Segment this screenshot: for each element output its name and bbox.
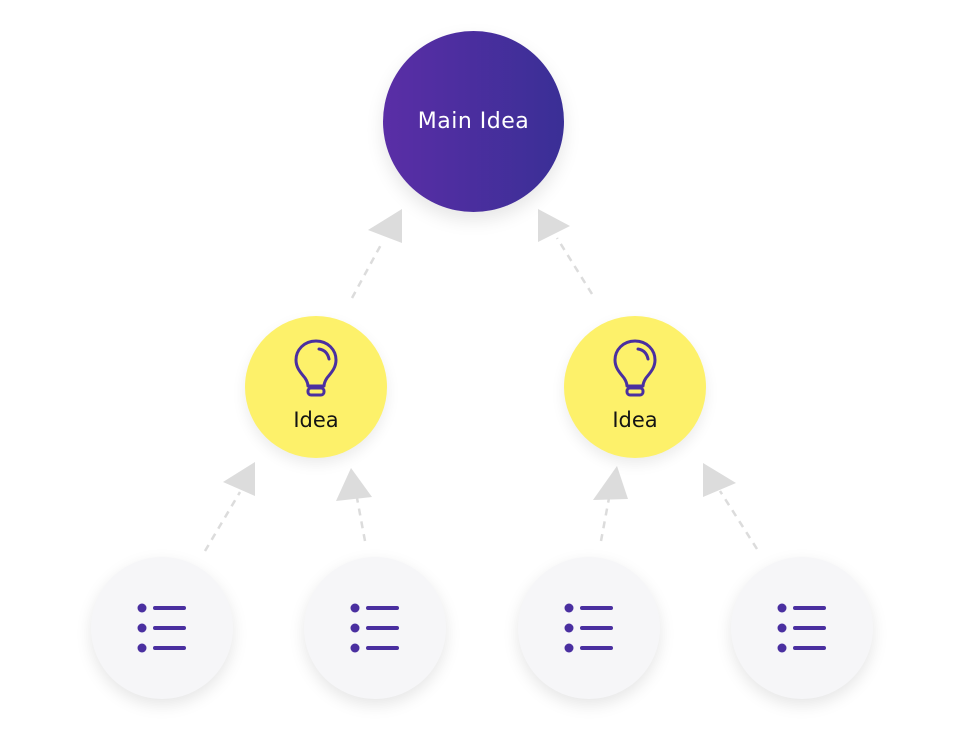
list-icon <box>777 603 826 653</box>
connector-line <box>355 497 367 542</box>
arrowhead <box>703 463 736 497</box>
detail-node <box>518 557 660 699</box>
arrowhead <box>593 466 628 500</box>
main-idea-node: Main Idea <box>383 31 564 212</box>
idea-label: Idea <box>293 408 339 432</box>
detail-node <box>91 557 233 699</box>
detail-node <box>731 557 873 699</box>
main-idea-label: Main Idea <box>417 109 530 134</box>
list-icon <box>564 603 613 653</box>
list-icon <box>350 603 399 653</box>
idea-label: Idea <box>612 408 658 432</box>
connector-line <box>599 497 611 542</box>
arrowhead <box>223 462 255 496</box>
connector-line <box>555 237 594 295</box>
connector-line <box>718 490 759 550</box>
idea-node-right: Idea <box>564 316 706 458</box>
idea-node-left: Idea <box>245 316 387 458</box>
arrowhead <box>336 468 372 501</box>
arrowhead <box>538 209 570 242</box>
arrowhead <box>368 209 402 243</box>
list-icon <box>137 603 186 653</box>
lightbulb-icon <box>294 339 338 397</box>
connector-line <box>350 240 385 299</box>
lightbulb-icon <box>613 339 657 397</box>
detail-node <box>304 557 446 699</box>
connector-line <box>203 491 242 552</box>
